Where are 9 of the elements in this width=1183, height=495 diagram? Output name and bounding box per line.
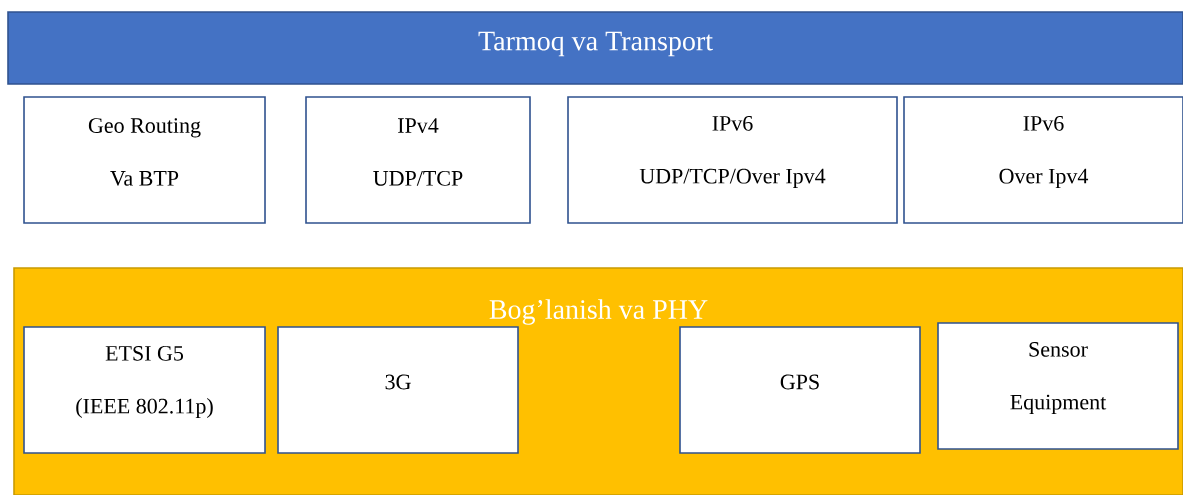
layer-band: Tarmoq va Transport (7, 11, 1183, 85)
protocol-box: IPv4 UDP/TCP (305, 96, 531, 224)
protocol-box: Geo Routing Va BTP (23, 96, 266, 224)
protocol-box: GPS (679, 326, 921, 454)
protocol-box: IPv6 Over Ipv4 (903, 96, 1183, 224)
protocol-box: Sensor Equipment (937, 322, 1179, 450)
protocol-box: IPv6 UDP/TCP/Over Ipv4 (567, 96, 898, 224)
protocol-box: ETSI G5 (IEEE 802.11p) (23, 326, 266, 454)
protocol-box: 3G (277, 326, 519, 454)
